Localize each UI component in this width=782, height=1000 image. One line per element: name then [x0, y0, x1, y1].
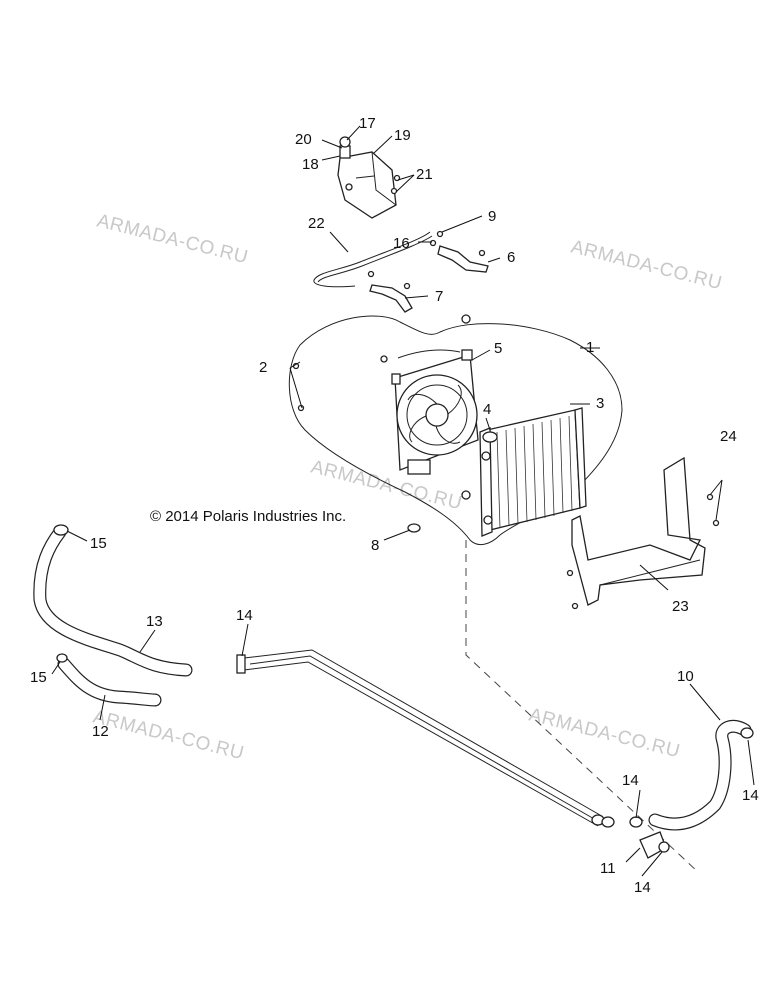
- callout-7: 7: [435, 288, 443, 305]
- callout-19: 19: [394, 127, 411, 144]
- clamp-part-15-upper: [53, 524, 69, 536]
- callouts: 1 2 3 4 5 6 7 8 9 10 11 12 13 14 14 14 1…: [30, 115, 759, 896]
- watermark-1: ARMADA-CO.RU: [95, 210, 250, 268]
- callout-18: 18: [302, 156, 319, 173]
- grommet-part-4: [482, 431, 498, 443]
- callout-12: 12: [92, 723, 109, 740]
- overflow-hose: [313, 231, 431, 288]
- callout-9: 9: [488, 208, 496, 225]
- callout-22: 22: [308, 215, 325, 232]
- clamp-part-15-lower: [56, 653, 68, 663]
- callout-2: 2: [259, 359, 267, 376]
- radiator-fins: [496, 415, 573, 529]
- watermarks: ARMADA-CO.RU ARMADA-CO.RU ARMADA-CO.RU A…: [91, 210, 724, 764]
- callout-16: 16: [393, 235, 410, 252]
- callout-1: 1: [586, 339, 594, 356]
- callout-17: 17: [359, 115, 376, 132]
- bracket-part-7: [369, 284, 413, 313]
- callout-14a: 14: [236, 607, 253, 624]
- callout-24: 24: [720, 428, 737, 445]
- callout-14c: 14: [742, 787, 759, 804]
- callout-10: 10: [677, 668, 694, 685]
- callout-4: 4: [483, 401, 491, 418]
- watermark-4: ARMADA-CO.RU: [91, 706, 246, 764]
- callout-20: 20: [295, 131, 312, 148]
- radiator: [479, 407, 587, 537]
- callout-3: 3: [596, 395, 604, 412]
- fitting-part-11: [629, 816, 670, 859]
- callout-15b: 15: [30, 669, 47, 686]
- coolant-tube-long: [236, 649, 615, 828]
- bracket-part-6: [437, 245, 489, 273]
- shroud-inner-edge: [397, 349, 461, 359]
- watermark-3: ARMADA-CO.RU: [309, 456, 464, 514]
- callout-14b: 14: [622, 772, 639, 789]
- washer-part-8: [407, 523, 421, 533]
- watermark-2: ARMADA-CO.RU: [569, 236, 724, 294]
- callout-23: 23: [672, 598, 689, 615]
- callout-5: 5: [494, 340, 502, 357]
- bracket-part-23: [566, 456, 720, 610]
- dashed-guide-line: [465, 540, 699, 873]
- callout-21: 21: [416, 166, 433, 183]
- copyright-notice: © 2014 Polaris Industries Inc.: [150, 508, 346, 525]
- callout-14d: 14: [634, 879, 651, 896]
- callout-6: 6: [507, 249, 515, 266]
- leader-lines: [51, 125, 755, 877]
- overflow-hose-edge: [317, 235, 433, 283]
- clamp-part-14-right: [740, 727, 754, 739]
- callout-13: 13: [146, 613, 163, 630]
- callout-11: 11: [600, 860, 616, 877]
- callout-8: 8: [371, 537, 379, 554]
- cooling-fan: [391, 349, 479, 475]
- callout-15a: 15: [90, 535, 107, 552]
- coolant-reservoir: [337, 136, 401, 219]
